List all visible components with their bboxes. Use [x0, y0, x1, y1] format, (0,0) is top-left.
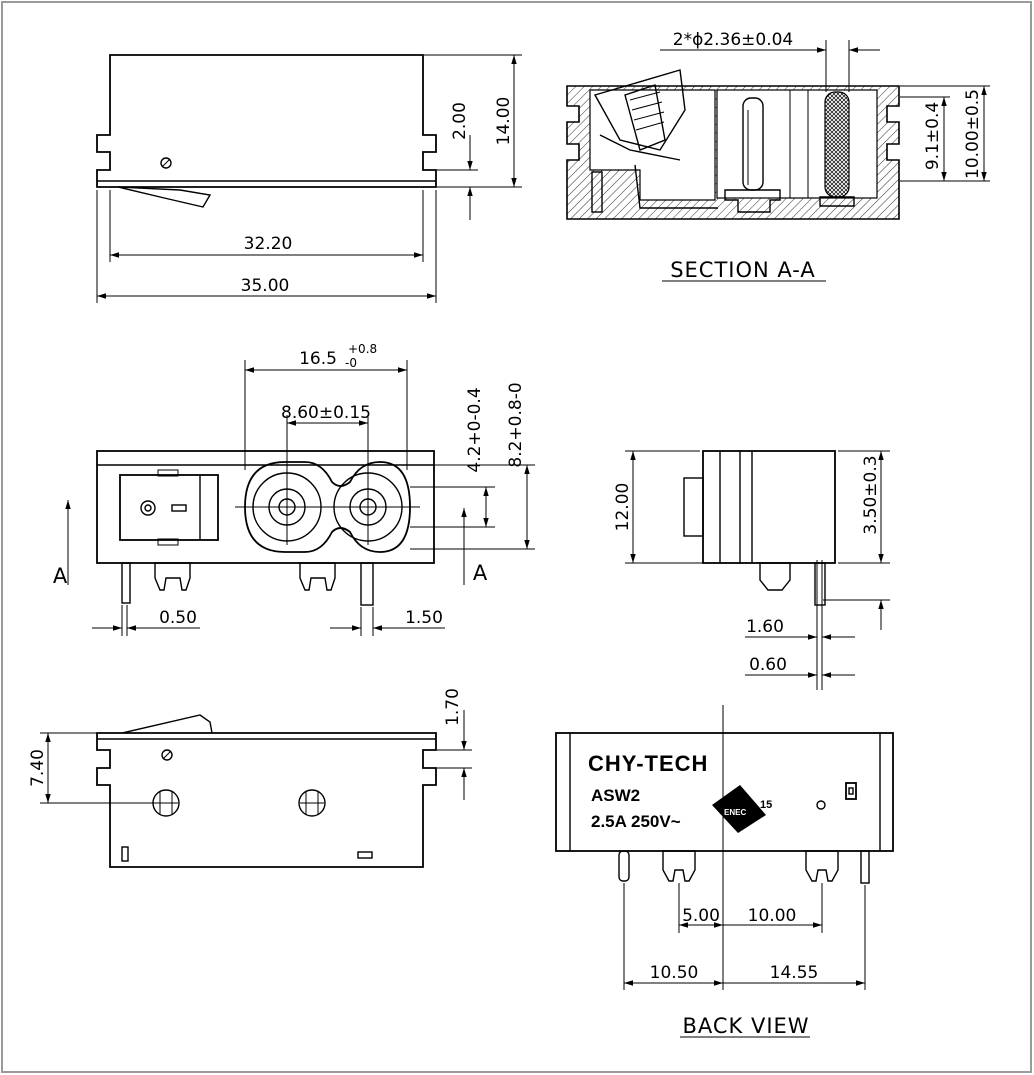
dim-5-00: 5.00	[682, 906, 720, 926]
back-view-title: BACK VIEW	[682, 1014, 809, 1038]
section-view: 2*ϕ2.36±0.04 9.1±0.4 10.00±0.5 SECTION A…	[566, 30, 990, 282]
dim-3-50: 3.50±0.3	[861, 455, 881, 534]
side-view: 12.00 3.50±0.3 1.60 0.60	[613, 450, 890, 690]
dim-1-70: 1.70	[443, 688, 463, 726]
section-marker-left: A	[53, 564, 68, 588]
back-view: CHY-TECH ASW2 2.5A 250V~ ENEC 15 5.00 10…	[555, 705, 894, 1038]
dim-4-2: 4.2+0-0.4	[465, 387, 485, 472]
electrical-rating: 2.5A 250V~	[591, 812, 681, 831]
enec-code: 15	[760, 799, 772, 811]
model-number: ASW2	[591, 786, 640, 805]
dim-14-00: 14.00	[494, 97, 514, 146]
enec-mark: ENEC 15	[712, 785, 772, 833]
dim-8-60: 8.60±0.15	[281, 403, 371, 423]
dim-32-20: 32.20	[244, 234, 293, 254]
dim-1-60: 1.60	[746, 617, 784, 637]
dim-0-50: 0.50	[159, 608, 197, 628]
front-view: A A 16.5 +0.8 -0 8.60±0.15 4.2+0-0.4 8.2…	[53, 342, 535, 636]
dim-9-1: 9.1±0.4	[923, 102, 943, 170]
dim-0-60: 0.60	[749, 655, 787, 675]
section-marker-right: A	[473, 561, 488, 585]
enec-mark-text: ENEC	[724, 808, 746, 817]
bottom-view: 7.40 1.70	[28, 688, 472, 868]
dim-hole-diameter: 2*ϕ2.36±0.04	[673, 30, 793, 50]
dim-16-5: 16.5	[299, 349, 337, 369]
dim-14-55: 14.55	[770, 963, 819, 983]
dim-7-40: 7.40	[28, 749, 48, 787]
dim-16-5-tolerance-lower: -0	[345, 356, 357, 370]
brand-logo: CHY-TECH	[588, 751, 708, 776]
section-title: SECTION A-A	[670, 258, 816, 282]
dim-16-5-tolerance: +0.8	[348, 342, 377, 356]
dim-10-00-back: 10.00	[748, 906, 797, 926]
dim-12-00: 12.00	[613, 483, 633, 532]
top-view: 14.00 2.00 32.20 35.00	[96, 54, 522, 303]
dim-35-00: 35.00	[241, 276, 290, 296]
dim-8-2: 8.2+0.8-0	[506, 382, 526, 467]
dim-2-00: 2.00	[450, 102, 470, 140]
dim-10-50: 10.50	[650, 963, 699, 983]
dim-1-50: 1.50	[405, 608, 443, 628]
dim-10-00-section: 10.00±0.5	[963, 89, 983, 179]
